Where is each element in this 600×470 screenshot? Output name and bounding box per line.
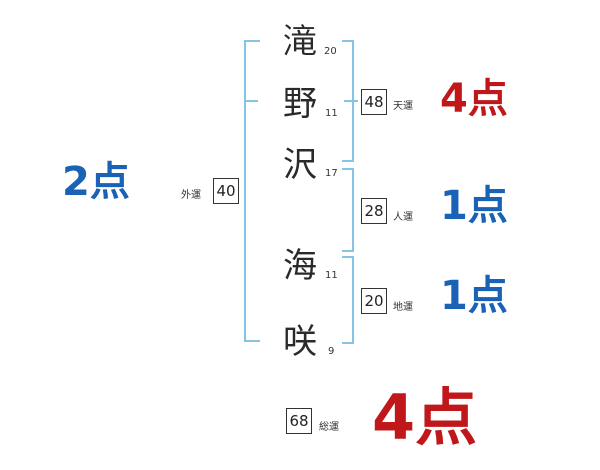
name-char-5-strokes: 9 xyxy=(328,346,335,357)
name-char-2-strokes: 11 xyxy=(325,108,338,119)
name-char-5: 咲 xyxy=(283,322,317,362)
gaiun-score: 2点 xyxy=(62,159,130,205)
souun-value-box: 68 xyxy=(286,408,312,434)
name-char-2: 野 xyxy=(283,84,317,124)
name-char-3-strokes: 17 xyxy=(325,168,338,179)
outer-bracket xyxy=(244,40,260,342)
name-char-1: 滝 xyxy=(283,22,317,62)
tenun-label: 天運 xyxy=(393,101,413,112)
gaiun-label: 外運 xyxy=(181,190,201,201)
name-char-4: 海 xyxy=(283,246,317,286)
chiun-score: 1点 xyxy=(440,273,508,319)
tenun-value-box: 48 xyxy=(361,89,387,115)
souun-score: 4点 xyxy=(372,381,478,454)
jinun-value-box: 28 xyxy=(361,198,387,224)
jinun-score: 1点 xyxy=(440,183,508,229)
name-char-1-strokes: 20 xyxy=(324,46,337,57)
outer-bracket-tick-1 xyxy=(246,100,258,102)
name-char-3: 沢 xyxy=(283,145,317,185)
jinun-bracket xyxy=(342,168,354,252)
chiun-bracket xyxy=(342,256,354,344)
gaiun-value-box: 40 xyxy=(213,178,239,204)
souun-label: 総運 xyxy=(319,422,339,433)
name-char-4-strokes: 11 xyxy=(325,270,338,281)
tenun-score: 4点 xyxy=(440,76,508,122)
jinun-label: 人運 xyxy=(393,212,413,223)
chiun-value-box: 20 xyxy=(361,288,387,314)
chiun-label: 地運 xyxy=(393,302,413,313)
tenun-bracket-tick xyxy=(344,100,358,102)
